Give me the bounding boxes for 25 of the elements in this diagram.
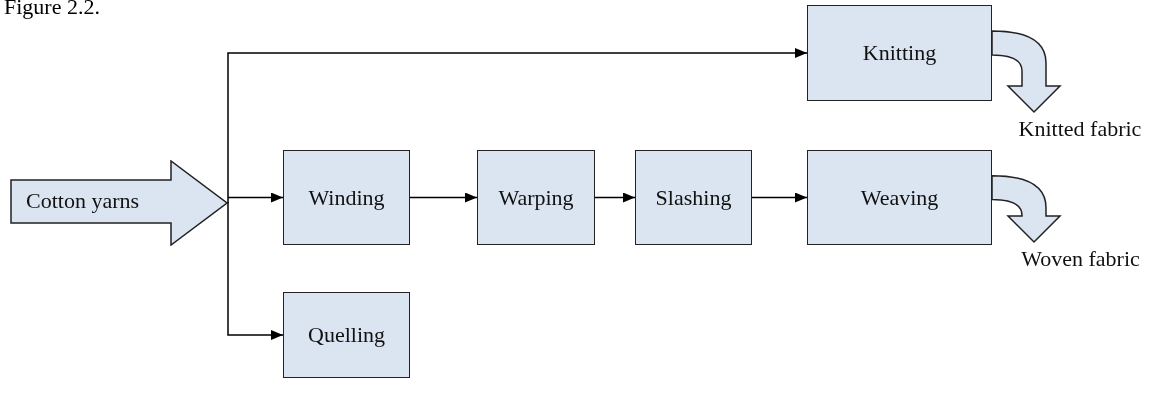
node-label: Weaving xyxy=(860,184,939,211)
arrow xyxy=(227,201,284,340)
node-label: Warping xyxy=(498,184,574,211)
node-label: Winding xyxy=(308,184,385,211)
block-arrow xyxy=(10,160,228,246)
process-box xyxy=(807,150,992,245)
arrow xyxy=(409,192,478,203)
curved-block-arrow xyxy=(991,30,1061,113)
arrow xyxy=(751,192,808,203)
output-label: Woven fabric xyxy=(1021,246,1140,272)
figure-caption: Figure 2.2. xyxy=(4,0,100,20)
node-label: Cotton yarns xyxy=(26,188,140,214)
node-label: Quelling xyxy=(308,322,385,348)
arrow xyxy=(227,48,808,204)
process-box xyxy=(477,150,595,245)
process-box xyxy=(283,292,410,378)
arrow xyxy=(594,192,636,203)
process-box xyxy=(635,150,752,245)
node-label: Knitting xyxy=(862,40,937,66)
process-box xyxy=(283,150,410,245)
process-box xyxy=(807,5,992,101)
arrow xyxy=(227,192,284,203)
curved-block-arrow xyxy=(991,174,1061,243)
output-label: Knitted fabric xyxy=(1018,116,1142,142)
node-label: Slashing xyxy=(655,184,732,211)
